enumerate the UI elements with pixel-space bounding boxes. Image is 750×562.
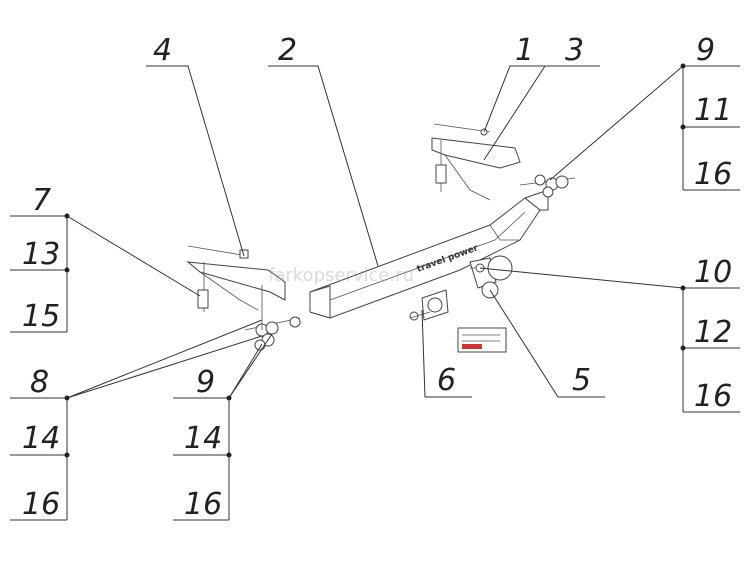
rating-plate: [457, 327, 507, 353]
label-2: 2: [278, 33, 297, 68]
label-9-right: 9: [696, 33, 715, 68]
label-9-left: 9: [196, 365, 215, 400]
label-13: 13: [22, 237, 60, 272]
beam-end-right: [523, 189, 549, 211]
right-bracket: [431, 123, 521, 201]
label-12: 12: [694, 315, 732, 350]
callout-7-13-15: 7 13 15: [10, 183, 201, 334]
watermark: farkopservice.ru: [268, 265, 414, 286]
label-5: 5: [572, 363, 591, 398]
label-16-mid: 16: [184, 487, 222, 522]
left-fasteners: [244, 285, 301, 351]
callout-6: 6: [421, 309, 472, 398]
label-15: 15: [22, 299, 60, 334]
label-16-right-top: 16: [694, 157, 732, 192]
tow-bar-drawing: travel power: [186, 123, 576, 353]
label-14-left: 14: [22, 421, 60, 456]
callout-3: 3: [483, 33, 600, 161]
tow-ball: [469, 255, 513, 299]
label-10: 10: [694, 255, 732, 290]
label-8: 8: [30, 365, 49, 400]
callout-1: 1: [483, 33, 545, 133]
label-6: 6: [437, 363, 456, 398]
label-7: 7: [32, 183, 51, 218]
beam-end-left: [309, 285, 331, 319]
label-11: 11: [694, 93, 732, 128]
callout-9-14-16: 9 14 16: [173, 333, 273, 522]
label-14-mid: 14: [184, 421, 222, 456]
left-bracket: [186, 245, 286, 312]
callout-5: 5: [489, 289, 605, 398]
label-3: 3: [565, 33, 584, 68]
label-16-left: 16: [22, 487, 60, 522]
right-fasteners: [519, 174, 576, 198]
callout-9-11-16: 9 11 16: [549, 33, 740, 192]
callout-8-14-16: 8 14 16: [10, 319, 263, 522]
callout-4: 4: [146, 33, 245, 257]
socket-plate: [409, 289, 449, 321]
label-16-right-bottom: 16: [694, 379, 732, 414]
callout-10-12-16: 10 12 16: [479, 255, 740, 414]
label-1: 1: [515, 33, 534, 68]
callout-2: 2: [268, 33, 379, 267]
label-4: 4: [153, 33, 172, 68]
